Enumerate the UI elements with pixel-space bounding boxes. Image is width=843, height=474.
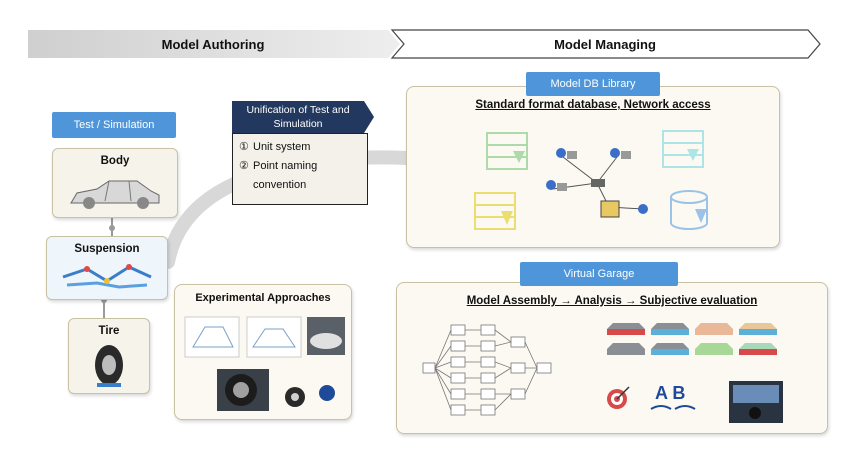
experimental-images: [184, 316, 345, 411]
database-icon-cyan: [662, 130, 704, 168]
experimental-approaches-title: Experimental Approaches: [195, 292, 331, 304]
suspension-icon: [62, 264, 152, 289]
unification-item-number: ②: [239, 160, 249, 172]
unification-banner-tip: [364, 101, 374, 133]
body-label: Body: [100, 155, 130, 167]
model-db-library-panel: Standard format database, Network access: [406, 86, 780, 248]
target-icon: [607, 386, 630, 409]
db-subtitle: Standard format database, Network access: [475, 99, 711, 111]
body-component-box: Body: [52, 148, 178, 218]
unification-title: Unification of Test and Simulation: [232, 101, 364, 133]
database-icon-blue: [670, 190, 708, 230]
experimental-approaches-panel: Experimental Approaches: [174, 284, 352, 420]
garage-subtitle: Model Assembly → Analysis → Subjective e…: [466, 295, 758, 307]
suspension-component-box: Suspension: [46, 236, 168, 300]
model-authoring-arrow: [28, 30, 400, 58]
unification-item: ② Point naming convention: [239, 157, 367, 195]
unification-item-text: Unit system: [253, 141, 311, 153]
model-assembly-flowchart: [422, 324, 552, 416]
virtual-garage-tag: Virtual Garage: [520, 262, 678, 286]
model-managing-arrow: [390, 29, 821, 59]
network-icon: [546, 148, 648, 218]
phase-arrows: [28, 29, 821, 59]
tire-icon: [95, 345, 123, 387]
unification-item: ① Unit system: [239, 138, 367, 157]
car-comparison-icons: [607, 323, 777, 355]
virtual-garage-panel: Model Assembly → Analysis → Subjective e…: [396, 282, 828, 434]
tire-label: Tire: [98, 325, 120, 337]
model-managing-label: Model Managing: [554, 36, 656, 52]
ab-test-icon-label: A B: [655, 383, 685, 403]
database-network-icons: [474, 130, 708, 230]
database-icon-yellow: [474, 192, 516, 230]
suspension-label: Suspension: [74, 243, 140, 255]
analysis-and-evaluation-icons: A B: [607, 323, 783, 423]
unification-item-text: Point naming convention: [253, 160, 318, 191]
model-authoring-label: Model Authoring: [161, 36, 265, 52]
car-body-icon: [70, 180, 160, 209]
model-db-library-tag: Model DB Library: [526, 72, 660, 96]
driving-simulator-icon: [729, 381, 783, 423]
test-simulation-tag: Test / Simulation: [52, 112, 176, 138]
unification-item-number: ①: [239, 141, 249, 153]
database-icon-green: [486, 132, 528, 170]
tire-component-box: Tire: [68, 318, 150, 394]
unification-box: ① Unit system ② Point naming convention: [232, 133, 368, 205]
